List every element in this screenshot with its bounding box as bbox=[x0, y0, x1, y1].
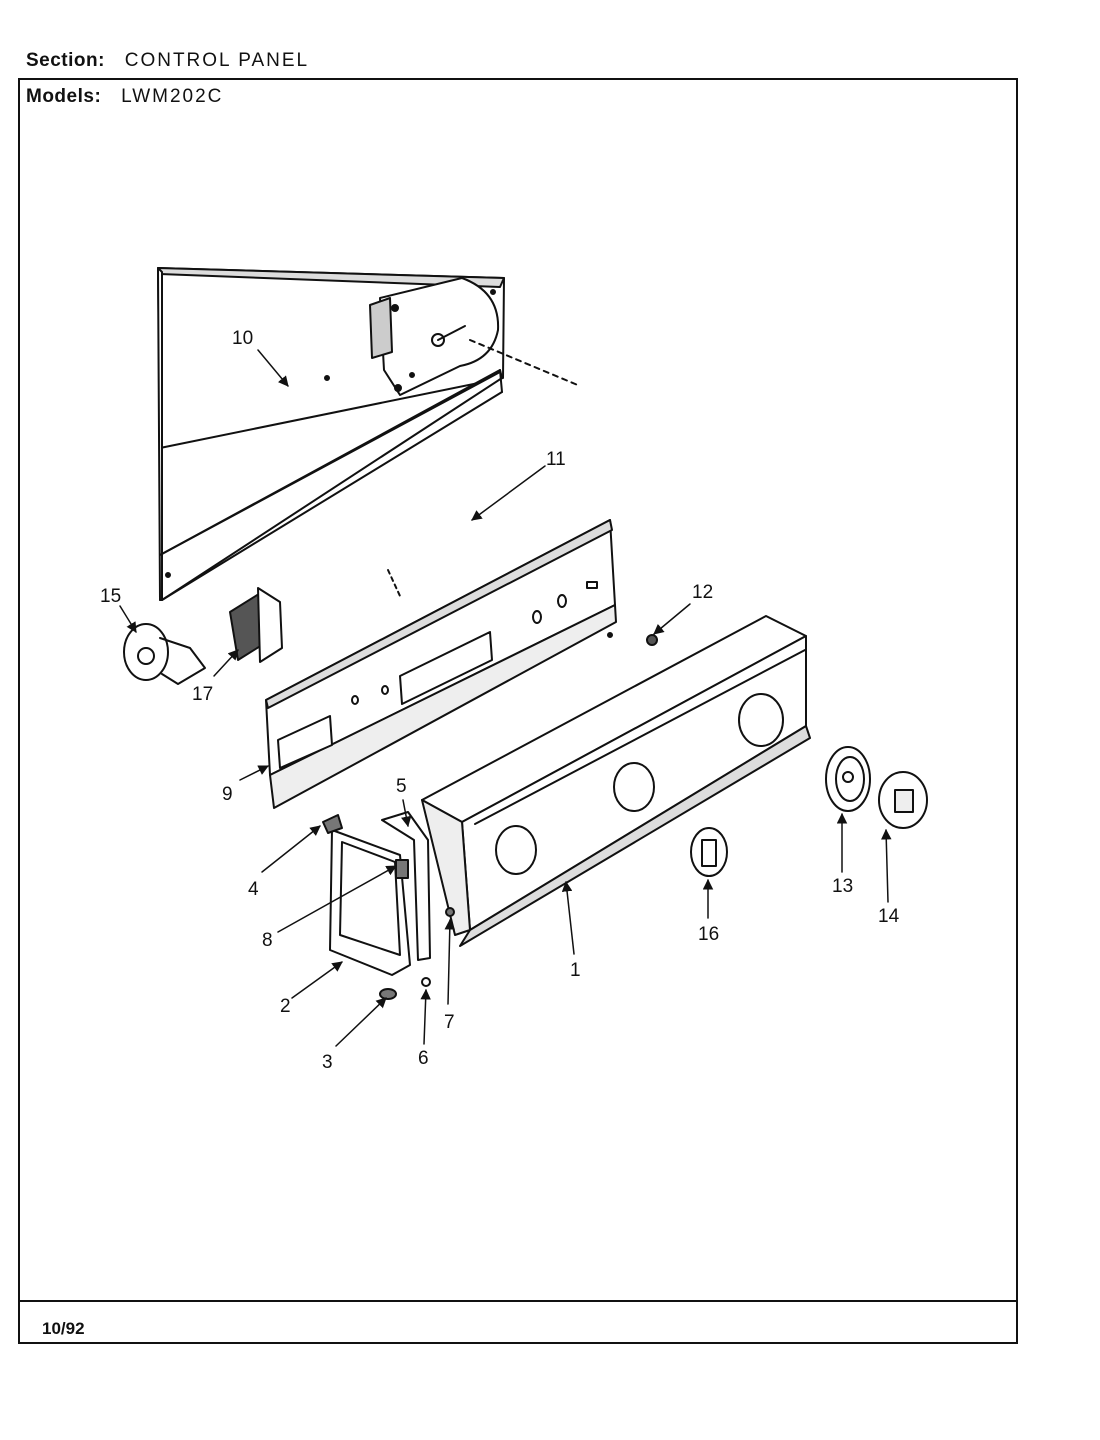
footer-date: 10/92 bbox=[42, 1319, 85, 1338]
diagram-frame bbox=[18, 78, 1018, 1344]
part-label-1: 1 bbox=[570, 960, 581, 981]
part-6-screw bbox=[421, 977, 431, 987]
part-1-console-panel bbox=[421, 615, 811, 947]
section-header: Section: CONTROL PANEL bbox=[26, 50, 309, 72]
part-label-2: 2 bbox=[280, 996, 291, 1017]
part-11-timer bbox=[369, 277, 581, 597]
part-label-5: 5 bbox=[396, 776, 407, 797]
part-label-8: 8 bbox=[262, 930, 273, 951]
part-17-switch bbox=[229, 587, 283, 663]
leader-lines bbox=[119, 349, 892, 1047]
models-value: LWM202C bbox=[121, 86, 224, 107]
part-12-screw bbox=[646, 634, 658, 646]
part-15-pressure-switch bbox=[123, 623, 206, 685]
part-label-12: 12 bbox=[692, 582, 713, 603]
part-13-dial-ring bbox=[825, 746, 871, 812]
section-label: Section: bbox=[26, 50, 105, 71]
part-label-14: 14 bbox=[878, 906, 900, 927]
part-5-trim-strip bbox=[381, 811, 431, 961]
section-value: CONTROL PANEL bbox=[124, 50, 310, 71]
part-9-control-bracket bbox=[265, 519, 617, 809]
part-label-16: 16 bbox=[698, 924, 719, 945]
models-label: Models: bbox=[26, 86, 102, 107]
part-2-end-cap bbox=[329, 829, 411, 976]
part-label-6: 6 bbox=[418, 1048, 429, 1069]
part-label-15: 15 bbox=[100, 586, 121, 607]
part-label-9: 9 bbox=[222, 784, 233, 805]
part-label-13: 13 bbox=[832, 876, 853, 897]
footer-divider bbox=[18, 1300, 1018, 1302]
part-3-clip bbox=[379, 988, 397, 1000]
part-label-3: 3 bbox=[322, 1052, 333, 1073]
part-label-11: 11 bbox=[546, 449, 566, 470]
part-16-knob bbox=[690, 827, 728, 877]
part-8-bracket bbox=[395, 859, 409, 879]
part-14-knob bbox=[878, 771, 928, 829]
part-labels: 10 11 12 15 17 9 5 4 8 2 3 6 7 1 16 13 1… bbox=[100, 328, 900, 1073]
part-label-4: 4 bbox=[248, 879, 259, 900]
part-4-clip bbox=[322, 814, 343, 834]
part-label-17: 17 bbox=[192, 684, 213, 705]
part-label-10: 10 bbox=[232, 328, 253, 349]
models-header: Models: LWM202C bbox=[26, 86, 223, 108]
part-7-screw bbox=[445, 907, 455, 917]
part-label-7: 7 bbox=[444, 1012, 455, 1033]
